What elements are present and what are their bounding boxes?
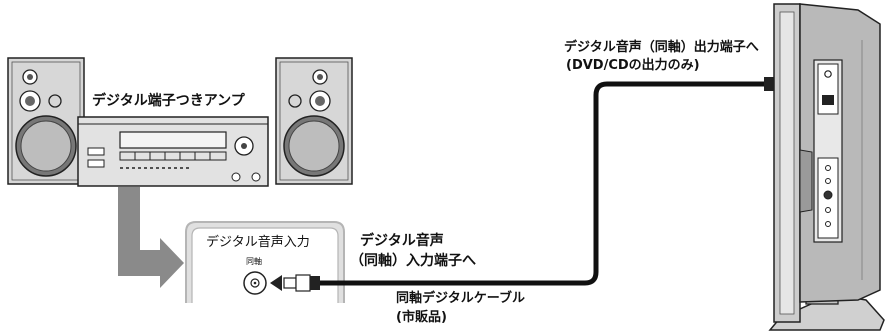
coaxial-input-jack bbox=[243, 271, 282, 295]
input-jack-label-line1: デジタル音声 bbox=[360, 233, 444, 249]
routing-arrow bbox=[118, 187, 184, 288]
output-jack-label-line2: (DVD/CDの出力のみ) bbox=[566, 58, 700, 73]
input-jack-label-line2: （同軸）入力端子へ bbox=[350, 253, 476, 269]
coaxial-cable bbox=[320, 81, 764, 286]
cable-label-line1: 同軸デジタルケーブル bbox=[396, 291, 525, 306]
panel-jack-label: 同軸 bbox=[246, 257, 262, 266]
cable-label-line2: (市販品) bbox=[396, 310, 447, 325]
right-speaker bbox=[275, 57, 353, 185]
output-jack-label-line1: デジタル音声（同軸）出力端子へ bbox=[564, 40, 759, 55]
left-speaker bbox=[7, 57, 85, 185]
amplifier-label: デジタル端子つきアンプ bbox=[92, 93, 245, 109]
tv-side-view bbox=[768, 3, 885, 331]
cable-plug-left bbox=[283, 274, 320, 292]
amplifier bbox=[77, 116, 269, 187]
panel-title: デジタル音声入力 bbox=[206, 235, 310, 250]
